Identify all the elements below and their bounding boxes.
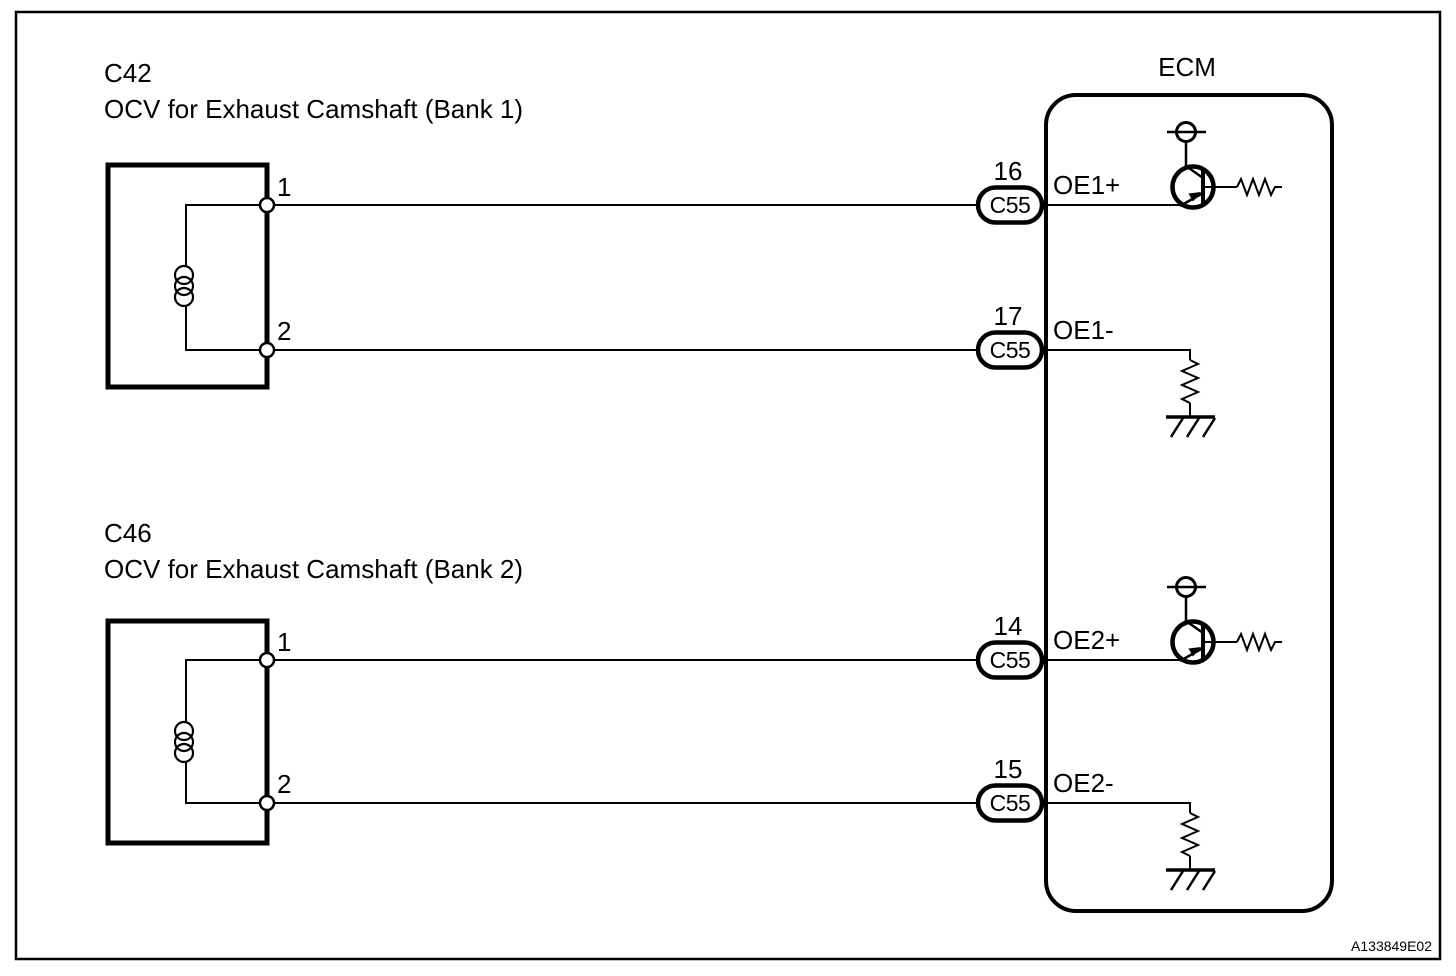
ecm-label: ECM: [1158, 52, 1216, 82]
resistor-icon: [1179, 812, 1201, 857]
ground-icon: [1166, 415, 1217, 438]
coil-icon: [173, 264, 195, 308]
component-box: [105, 618, 270, 846]
coil-loop: [173, 720, 195, 742]
component-code: C42: [104, 58, 152, 88]
terminal-number: 15: [994, 754, 1023, 784]
ground-hatch: [1169, 417, 1185, 438]
pin-terminal-1: [258, 651, 276, 669]
figure-code: A133849E02: [1351, 938, 1432, 954]
component-name: OCV for Exhaust Camshaft (Bank 2): [104, 554, 523, 584]
connector-oval: [975, 783, 1045, 823]
wire-oe1-minus: [267, 349, 1191, 360]
signal-label: OE2+: [1053, 625, 1120, 655]
resistor-icon: [1236, 631, 1282, 653]
connector-label: C55: [990, 337, 1031, 363]
pin-terminal-2: [258, 794, 276, 812]
resistor-icon: [1236, 176, 1282, 198]
internal-wire: [185, 306, 263, 351]
pin-terminal-2: [258, 341, 276, 359]
power-supply-icon: [1167, 576, 1206, 598]
connector-oval: [975, 330, 1045, 370]
ecm-pin-row-oe1-minus: C55 17 OE1-: [975, 301, 1217, 438]
ground-hatch: [1201, 870, 1217, 891]
connector-label: C55: [990, 790, 1031, 816]
pin-number: 2: [277, 769, 291, 799]
internal-wire: [185, 659, 263, 722]
terminal-number: 14: [994, 611, 1023, 641]
ground-hatch: [1169, 870, 1185, 891]
transistor-emitter: [1179, 191, 1204, 208]
internal-wire: [185, 762, 263, 804]
ecm-pin-row-oe2-minus: C55 15 OE2-: [975, 754, 1217, 891]
component-c42: C42 OCV for Exhaust Camshaft (Bank 1) 1 …: [104, 58, 523, 390]
pin-number: 1: [277, 627, 291, 657]
ground-icon: [1166, 868, 1217, 891]
ecm-outline: [1044, 93, 1334, 913]
component-box: [105, 162, 270, 390]
diagram-border: [14, 10, 1442, 961]
transistor-collector: [1185, 164, 1204, 180]
ground-hatch: [1185, 870, 1201, 891]
pin-number: 2: [277, 316, 291, 346]
coil-loop: [173, 742, 195, 764]
signal-label: OE1+: [1053, 170, 1120, 200]
component-name: OCV for Exhaust Camshaft (Bank 1): [104, 94, 523, 124]
internal-wire: [185, 204, 263, 266]
transistor-emitter: [1179, 646, 1204, 663]
coil-loop: [173, 731, 195, 753]
coil-loop: [173, 275, 195, 297]
ecm-pin-row-oe2-plus: C55 14 OE2+: [975, 576, 1282, 680]
emitter-arrow: [1188, 192, 1201, 202]
coil-loop: [173, 286, 195, 308]
terminal-number: 16: [994, 156, 1023, 186]
ground-hatch: [1201, 417, 1217, 438]
coil-icon: [173, 720, 195, 764]
coil-loop: [173, 264, 195, 286]
ecm-box: ECM: [1044, 52, 1334, 913]
terminal-number: 17: [994, 301, 1023, 331]
pin-terminal-1: [258, 196, 276, 214]
component-c46: C46 OCV for Exhaust Camshaft (Bank 2) 1 …: [104, 518, 523, 846]
wire-oe2-minus: [267, 802, 1191, 813]
pin-number: 1: [277, 172, 291, 202]
signal-label: OE1-: [1053, 315, 1114, 345]
signal-label: OE2-: [1053, 768, 1114, 798]
power-supply-icon: [1167, 121, 1206, 143]
resistor-icon: [1179, 359, 1201, 404]
connector-oval: [975, 185, 1045, 225]
wires: [267, 204, 1191, 813]
component-code: C46: [104, 518, 152, 548]
ground-hatch: [1185, 417, 1201, 438]
connector-label: C55: [990, 647, 1031, 673]
transistor-collector: [1185, 619, 1204, 635]
connector-oval: [975, 640, 1045, 680]
connector-label: C55: [990, 192, 1031, 218]
ecm-pin-row-oe1-plus: C55 16 OE1+: [975, 121, 1282, 225]
emitter-arrow: [1188, 647, 1201, 657]
